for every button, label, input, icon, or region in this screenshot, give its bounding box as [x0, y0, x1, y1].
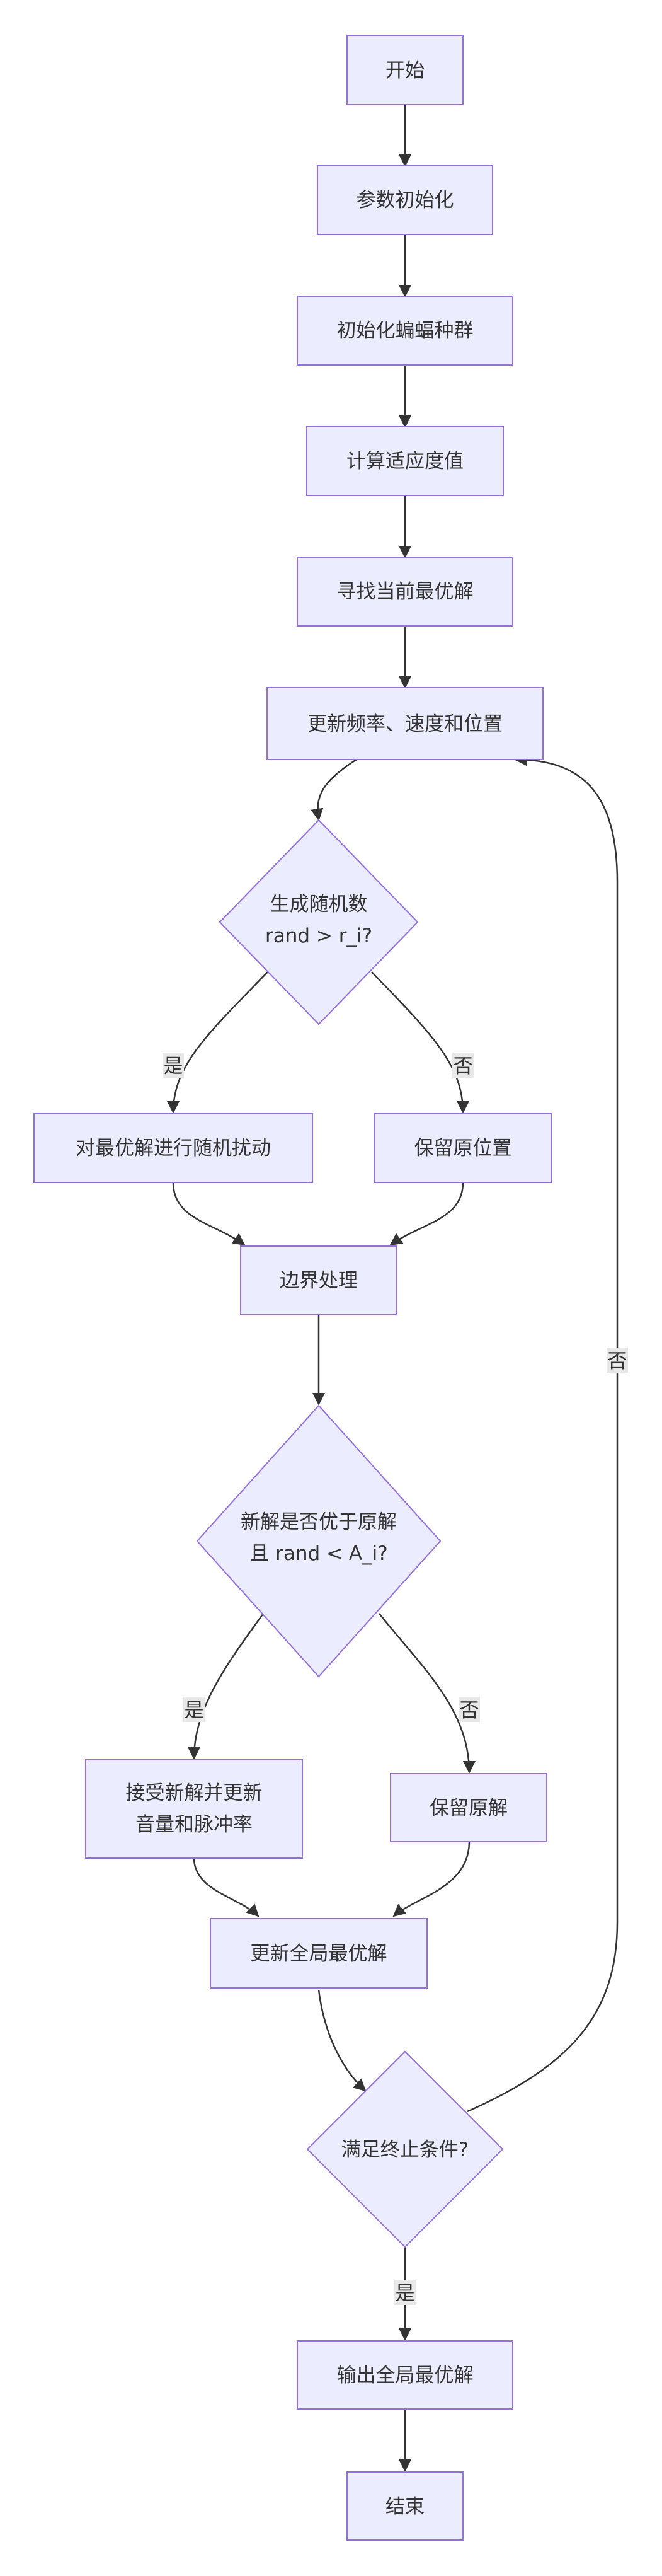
edge-keep-sol-global: [392, 1841, 471, 1917]
node-start[interactable]: 开始: [346, 35, 464, 105]
edge-keep-pos-boundary: [389, 1182, 464, 1246]
node-perturb[interactable]: 对最优解进行随机扰动: [33, 1113, 313, 1183]
svg-text:否: 否: [454, 1055, 473, 1078]
svg-text:否: 否: [460, 1699, 479, 1722]
node-init-params-label: 参数初始化: [357, 189, 454, 212]
node-init-bats[interactable]: 初始化蝙蝠种群: [297, 296, 513, 366]
node-keep-pos[interactable]: 保留原位置: [374, 1113, 552, 1183]
node-init-params[interactable]: 参数初始化: [317, 165, 493, 235]
node-rand-decision-line1: 生成随机数: [270, 893, 368, 916]
edge-label-stop-yes: 是: [394, 2280, 416, 2305]
node-boundary[interactable]: 边界处理: [240, 1245, 397, 1315]
node-perturb-label: 对最优解进行随机扰动: [76, 1137, 271, 1160]
svg-text:否: 否: [608, 1350, 627, 1373]
node-output-label: 输出全局最优解: [337, 2364, 474, 2387]
edge-perturb-boundary: [172, 1182, 246, 1246]
node-update-global-label: 更新全局最优解: [251, 1943, 387, 1965]
edge-stop-no-loop: [467, 753, 619, 2113]
edge-update-global-in-left: [193, 1857, 260, 1917]
node-accept-update[interactable]: 接受新解并更新 音量和脉冲率: [85, 1759, 303, 1859]
node-end-label: 结束: [385, 2495, 425, 2518]
node-find-best[interactable]: 寻找当前最优解: [297, 557, 513, 627]
svg-text:是: 是: [396, 2282, 415, 2305]
edge-label-rand-no: 否: [452, 1053, 474, 1078]
edge-label-stop-no: 否: [607, 1348, 628, 1373]
edge-rand-yes-perturb: [167, 971, 268, 1114]
node-calc-fitness-label: 计算适应度值: [346, 450, 464, 473]
node-start-label: 开始: [385, 59, 425, 82]
edge-update-global-stop: [317, 1989, 367, 2092]
node-accept-decision[interactable]: 新解是否优于原解 且 rand < A_i?: [196, 1404, 442, 1678]
node-accept-update-line2: 音量和脉冲率: [135, 1813, 253, 1836]
edge-rand-no-keep-pos: [371, 971, 469, 1114]
edge-update-fvp-rand: [311, 758, 357, 821]
edge-label-accept-no: 否: [459, 1697, 480, 1722]
node-stop-decision[interactable]: 满足终止条件?: [306, 2050, 504, 2248]
node-find-best-label: 寻找当前最优解: [337, 580, 474, 603]
node-output[interactable]: 输出全局最优解: [297, 2340, 513, 2410]
svg-text:是: 是: [185, 1699, 204, 1722]
edge-label-rand-yes: 是: [163, 1053, 184, 1078]
node-calc-fitness[interactable]: 计算适应度值: [306, 426, 504, 496]
node-boundary-label: 边界处理: [280, 1269, 358, 1292]
node-update-global[interactable]: 更新全局最优解: [210, 1918, 428, 1989]
node-end[interactable]: 结束: [346, 2471, 464, 2541]
node-stop-decision-label: 满足终止条件?: [341, 2139, 469, 2161]
node-keep-sol-label: 保留原解: [430, 1797, 508, 1820]
node-accept-update-line1: 接受新解并更新: [126, 1782, 263, 1805]
node-keep-sol[interactable]: 保留原解: [390, 1773, 547, 1842]
node-keep-pos-label: 保留原位置: [414, 1137, 512, 1160]
edge-accept-no-keep-sol: [379, 1613, 476, 1774]
edge-label-accept-yes: 是: [183, 1697, 205, 1722]
node-accept-decision-line2: 且 rand < A_i?: [249, 1542, 387, 1565]
node-update-fvp[interactable]: 更新频率、速度和位置: [266, 687, 544, 760]
node-accept-decision-line1: 新解是否优于原解: [241, 1511, 397, 1533]
node-update-fvp-label: 更新频率、速度和位置: [307, 713, 503, 736]
node-rand-decision[interactable]: 生成随机数 rand > r_i?: [219, 819, 419, 1025]
edge-accept-yes-update: [188, 1613, 265, 1760]
svg-text:是: 是: [164, 1055, 183, 1078]
node-init-bats-label: 初始化蝙蝠种群: [337, 320, 474, 342]
node-rand-decision-line2: rand > r_i?: [265, 925, 372, 947]
